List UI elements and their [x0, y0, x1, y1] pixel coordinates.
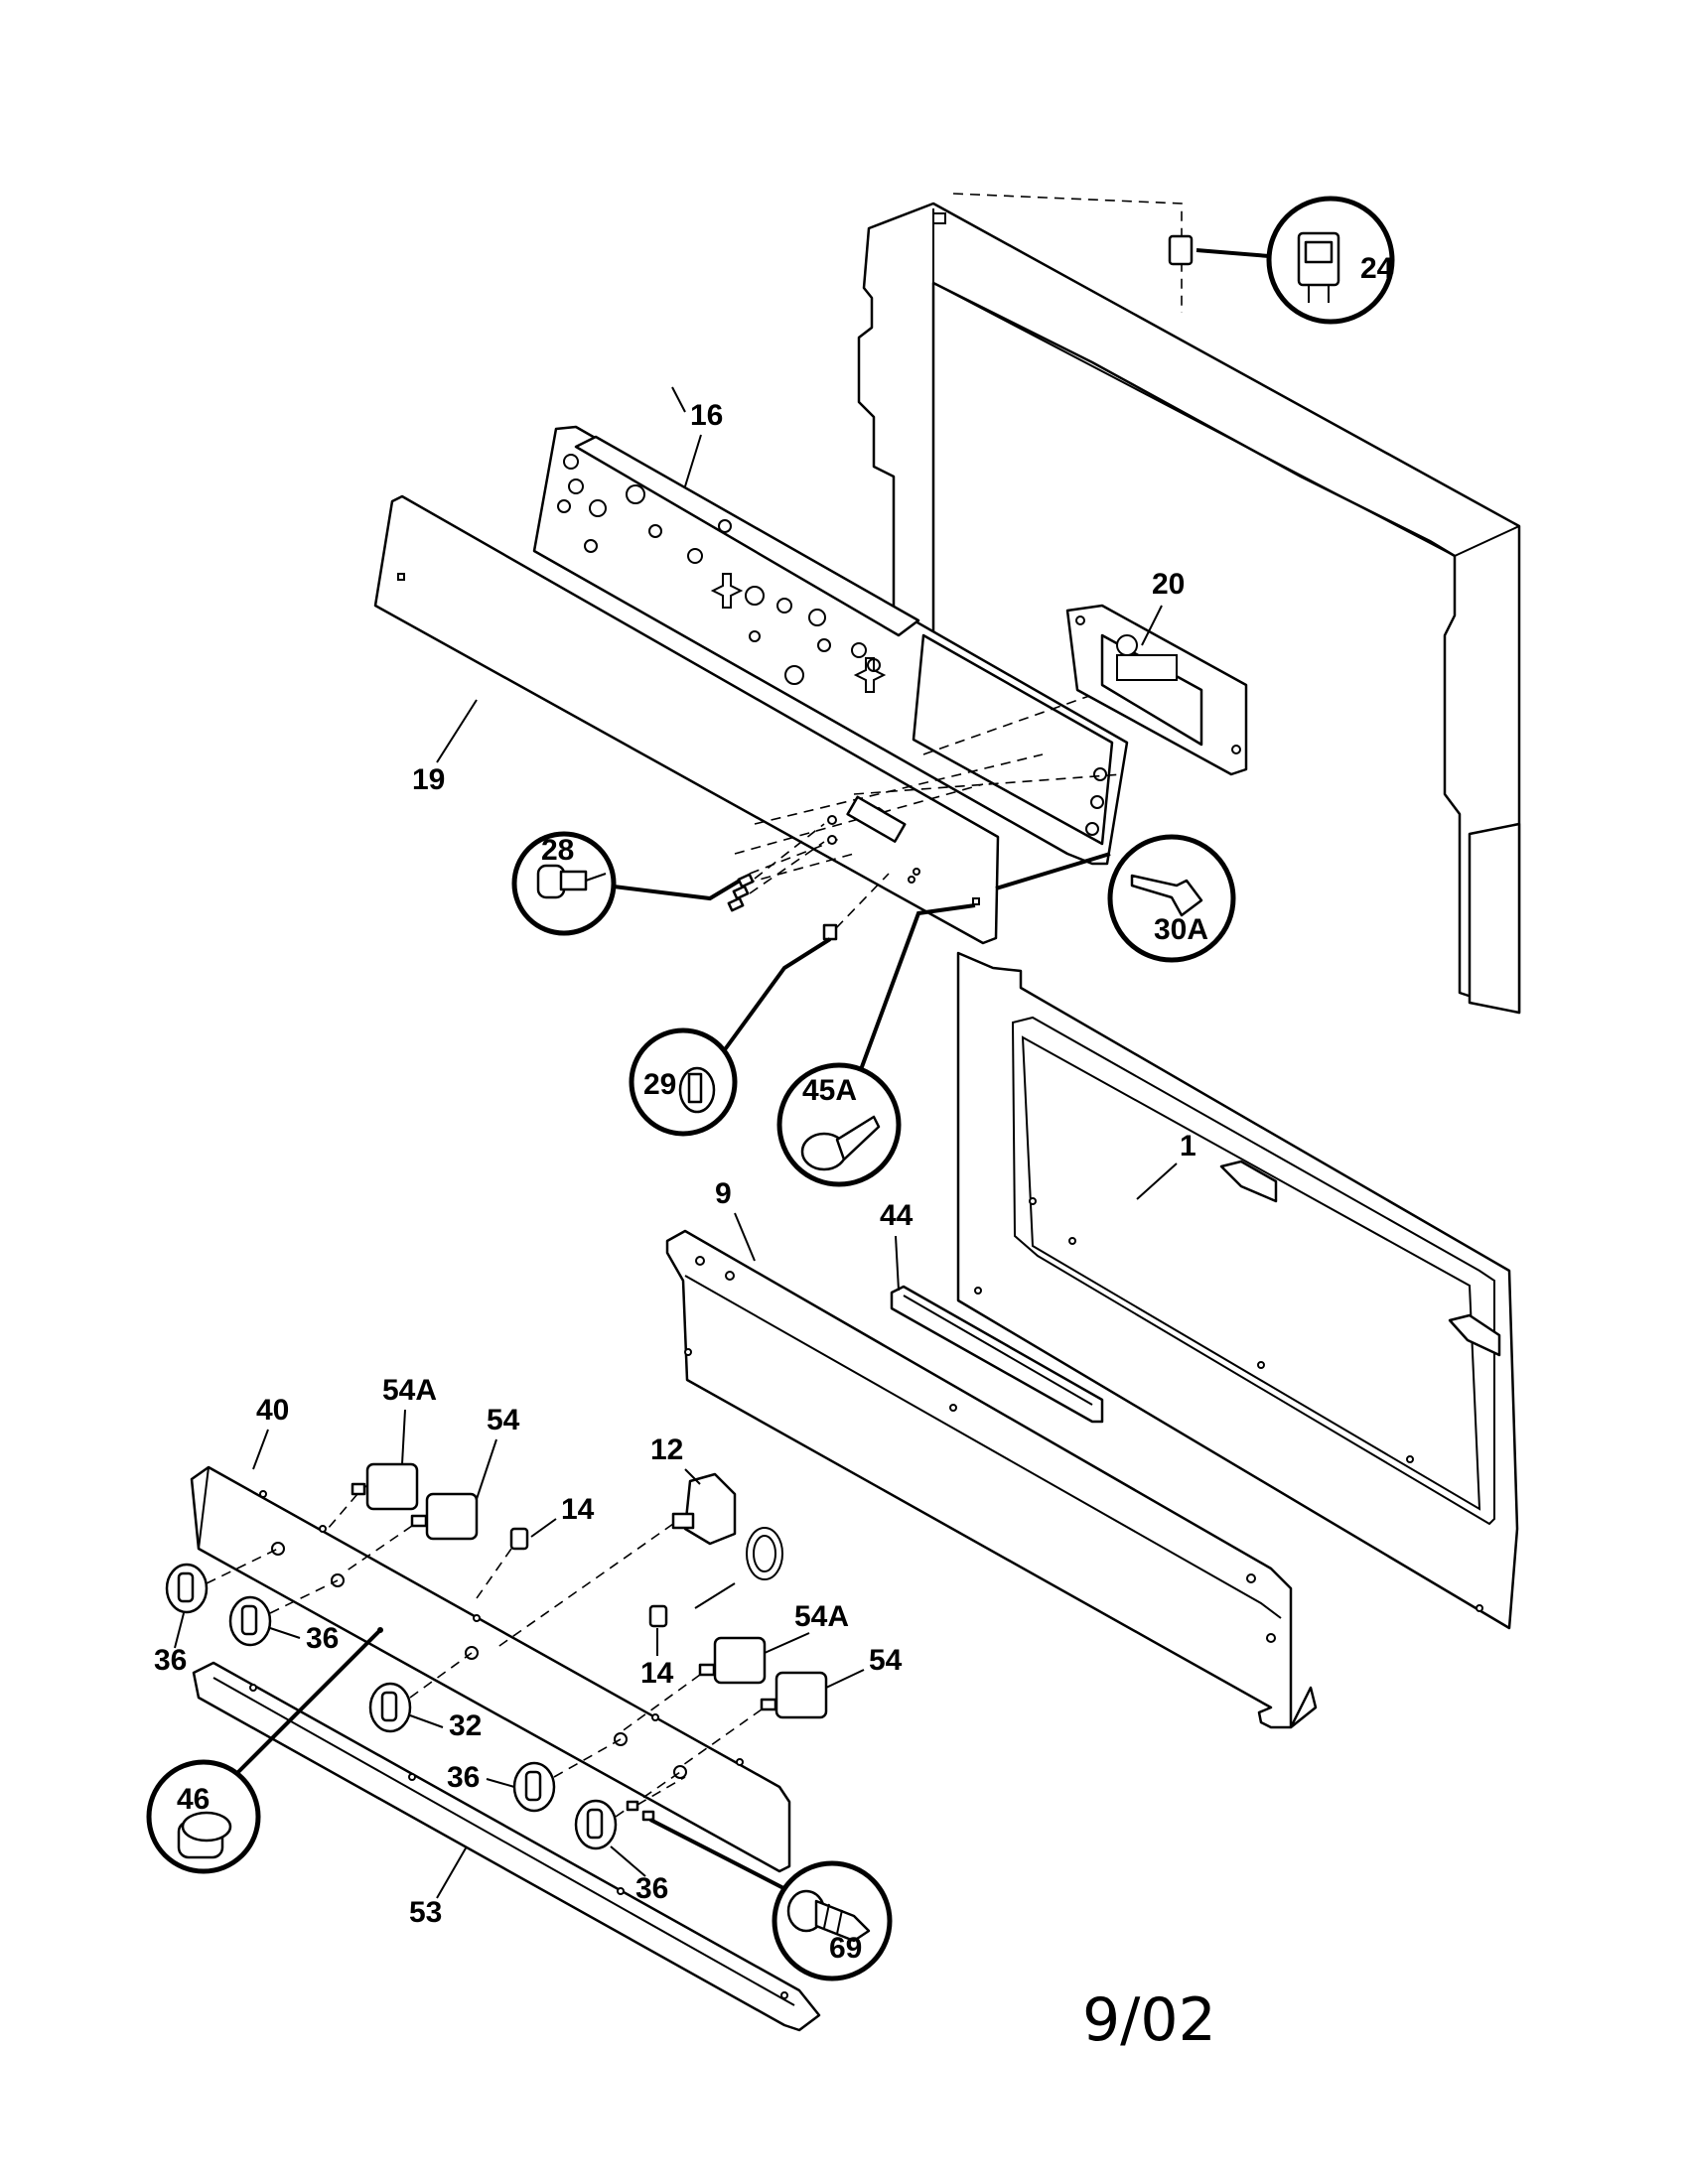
part-24-rocker-switch: 24 [1168, 196, 1395, 325]
part-53-bottom-trim [192, 1661, 821, 2032]
part-44-strip [890, 1285, 1104, 1424]
label-12: 12 [650, 1433, 683, 1466]
part-54a-valve-lower [620, 1636, 767, 1733]
label-29: 29 [643, 1068, 676, 1101]
label-36-4: 36 [635, 1872, 668, 1905]
part-45a-bolt: 45A [776, 903, 976, 1187]
part-46-button-cap: 46 [146, 1627, 383, 1874]
part-36-knob-3 [512, 1738, 622, 1813]
part-12-thermostat [495, 1472, 783, 1649]
label-19: 19 [412, 763, 445, 796]
label-40: 40 [256, 1394, 289, 1427]
alignment-lines-upper [734, 694, 1123, 885]
part-14-switch-upper [476, 1527, 529, 1599]
label-32: 32 [449, 1709, 482, 1742]
label-54-lower: 54 [869, 1644, 903, 1677]
label-28: 28 [541, 834, 574, 867]
part-14-switch-lower [648, 1604, 668, 1628]
part-9-trim-panel [665, 1229, 1318, 1729]
label-24: 24 [1360, 252, 1394, 285]
part-40-manifold-panel [190, 1465, 791, 1873]
part-30a-clip: 30A [995, 834, 1236, 963]
label-9: 9 [715, 1177, 732, 1210]
part-36-knob-4 [574, 1771, 681, 1850]
label-69: 69 [829, 1932, 862, 1965]
part-11-backguard-frame [857, 193, 1521, 1015]
label-54-upper: 54 [487, 1404, 520, 1436]
part-29-button: 29 [629, 873, 890, 1137]
label-14-lower: 14 [640, 1657, 674, 1690]
date-code: 9/02 [1082, 1985, 1216, 2055]
label-16: 16 [690, 399, 723, 432]
part-28-push-button: 28 [511, 823, 825, 936]
label-36-1: 36 [154, 1644, 187, 1677]
part-36-knob-1 [165, 1548, 279, 1614]
label-54a-lower: 54A [794, 1600, 849, 1633]
part-69-screw: 69 [626, 1776, 893, 1981]
label-30a: 30A [1154, 913, 1208, 946]
label-46: 46 [177, 1783, 210, 1816]
part-32-knob [368, 1652, 473, 1733]
part-20-clock-module [1065, 604, 1248, 776]
part-54-valve-upper [342, 1492, 479, 1574]
part-54-valve-lower [679, 1671, 828, 1768]
part-1-oven-front-panel [956, 951, 1519, 1630]
part-36-knob-2 [228, 1579, 339, 1647]
label-44: 44 [880, 1199, 914, 1232]
label-53: 53 [409, 1896, 442, 1929]
label-1: 1 [1180, 1130, 1196, 1162]
label-45a: 45A [802, 1074, 857, 1107]
label-36-2: 36 [306, 1622, 339, 1655]
part-16-control-bracket [532, 386, 1129, 866]
part-54a-valve-upper [327, 1462, 419, 1530]
label-54a-upper: 54A [382, 1374, 437, 1407]
label-36-3: 36 [447, 1761, 480, 1794]
label-14-upper: 14 [561, 1493, 595, 1526]
label-20: 20 [1152, 568, 1185, 601]
